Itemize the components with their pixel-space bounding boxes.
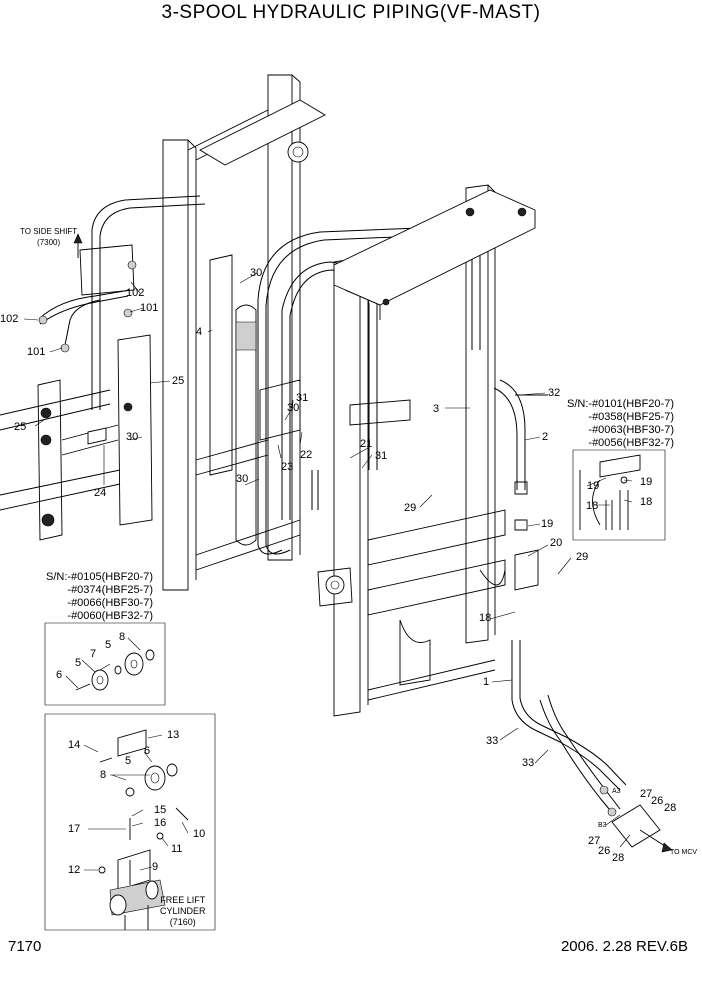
callout-12: 12	[68, 864, 81, 876]
sn-right-line-1: S/N:-#0101(HBF20-7)	[567, 398, 674, 410]
callout-15: 15	[154, 804, 167, 816]
callout-27: 27	[588, 835, 601, 847]
callout-102: 102	[0, 313, 19, 325]
free-lift-line-1: FREE LIFT	[160, 895, 206, 905]
callout-101: 101	[140, 302, 159, 314]
sn-note-left: S/N:-#0105(HBF20-7) -#0374(HBF25-7) -#00…	[46, 571, 153, 623]
to-side-shift-note: TO SIDE SHIFT (7300)	[20, 226, 77, 248]
callout-30: 30	[126, 431, 139, 443]
callout-7: 7	[90, 648, 97, 660]
to-side-shift-label: TO SIDE SHIFT	[20, 227, 78, 236]
sn-right-line-3: -#0063(HBF30-7)	[588, 424, 674, 436]
callout-23: 23	[281, 461, 294, 473]
sn-note-right: S/N:-#0101(HBF20-7) -#0358(HBF25-7) -#00…	[567, 398, 674, 450]
callout-9: 9	[152, 861, 159, 873]
left-carriage	[0, 244, 153, 541]
callout-18: 18	[479, 612, 492, 624]
callout-31: 31	[296, 392, 309, 404]
callout-30: 30	[236, 473, 249, 485]
callout-6: 6	[56, 669, 63, 681]
callout-5: 5	[125, 755, 132, 767]
callout-4: 4	[196, 326, 203, 338]
callout-8: 8	[119, 631, 126, 643]
callout-19: 19	[587, 480, 600, 492]
callout-17: 17	[68, 823, 81, 835]
sn-right-line-4: -#0056(HBF32-7)	[588, 437, 674, 449]
free-lift-line-3: (7160)	[169, 917, 196, 927]
callout-16: 16	[154, 817, 167, 829]
callout-28: 28	[664, 802, 677, 814]
callout-6: 6	[144, 745, 151, 757]
callout-19: 19	[640, 476, 653, 488]
callout-29: 29	[576, 551, 589, 563]
callout-31: 31	[375, 450, 388, 462]
callout-14: 14	[68, 739, 81, 751]
sn-left-line-4: -#0060(HBF32-7)	[67, 610, 153, 622]
sn-left-line-2: -#0374(HBF25-7)	[67, 584, 153, 596]
free-lift-line-2: CYLINDER	[160, 906, 206, 916]
callout-25: 25	[172, 375, 185, 387]
detail-inset-rollers	[44, 622, 166, 706]
callout-3: 3	[433, 403, 440, 415]
callout-26: 26	[598, 845, 611, 857]
leader-lines	[23, 272, 633, 871]
callout-5: 5	[75, 657, 82, 669]
outer-mast	[317, 184, 536, 717]
callout-22: 22	[300, 449, 313, 461]
callout-32: 32	[548, 387, 561, 399]
sn-left-line-3: -#0066(HBF30-7)	[67, 597, 153, 609]
callout-30: 30	[287, 402, 300, 414]
callout-30: 30	[250, 267, 263, 279]
callout-19: 19	[541, 518, 554, 530]
mcv-hoses	[493, 379, 673, 853]
callout-11: 11	[171, 843, 183, 855]
detail-inset-free-lift	[44, 713, 216, 931]
callout-33: 33	[486, 735, 499, 747]
detail-inset-right	[572, 449, 666, 541]
callout-21: 21	[360, 438, 373, 450]
sn-left-line-1: S/N:-#0105(HBF20-7)	[46, 571, 153, 583]
free-lift-cylinder-note: FREE LIFT CYLINDER (7160)	[160, 895, 206, 928]
callout-1: 1	[483, 676, 490, 688]
sn-right-line-2: -#0358(HBF25-7)	[588, 411, 674, 423]
side-shift-hoses	[38, 195, 206, 410]
callout-24: 24	[94, 487, 107, 499]
callout-5: 5	[105, 639, 112, 651]
page-number: 7170	[8, 938, 42, 955]
callout-33: 33	[522, 757, 535, 769]
to-side-shift-ref: (7300)	[37, 238, 61, 247]
to-mcv-label: TO MCV	[670, 849, 698, 856]
callout-28: 28	[612, 852, 625, 864]
callout-101: 101	[27, 346, 46, 358]
callout-18: 18	[586, 500, 599, 512]
callout-29: 29	[404, 502, 417, 514]
callout-18: 18	[640, 496, 653, 508]
callout-25: 25	[14, 421, 27, 433]
callout-2: 2	[542, 431, 549, 443]
page-title: 3-SPOOL HYDRAULIC PIPING(VF-MAST)	[161, 2, 541, 23]
callout-27: 27	[640, 788, 653, 800]
callout-20: 20	[550, 537, 563, 549]
port-a3-label: A3	[612, 788, 621, 795]
date-revision: 2006. 2.28 REV.6B	[560, 938, 688, 955]
callout-13: 13	[167, 729, 180, 741]
callout-10: 10	[193, 828, 206, 840]
callout-8: 8	[100, 769, 107, 781]
port-b3-label: B3	[598, 822, 607, 829]
callout-102: 102	[126, 287, 145, 299]
inner-mast	[162, 74, 326, 591]
callout-26: 26	[651, 795, 664, 807]
